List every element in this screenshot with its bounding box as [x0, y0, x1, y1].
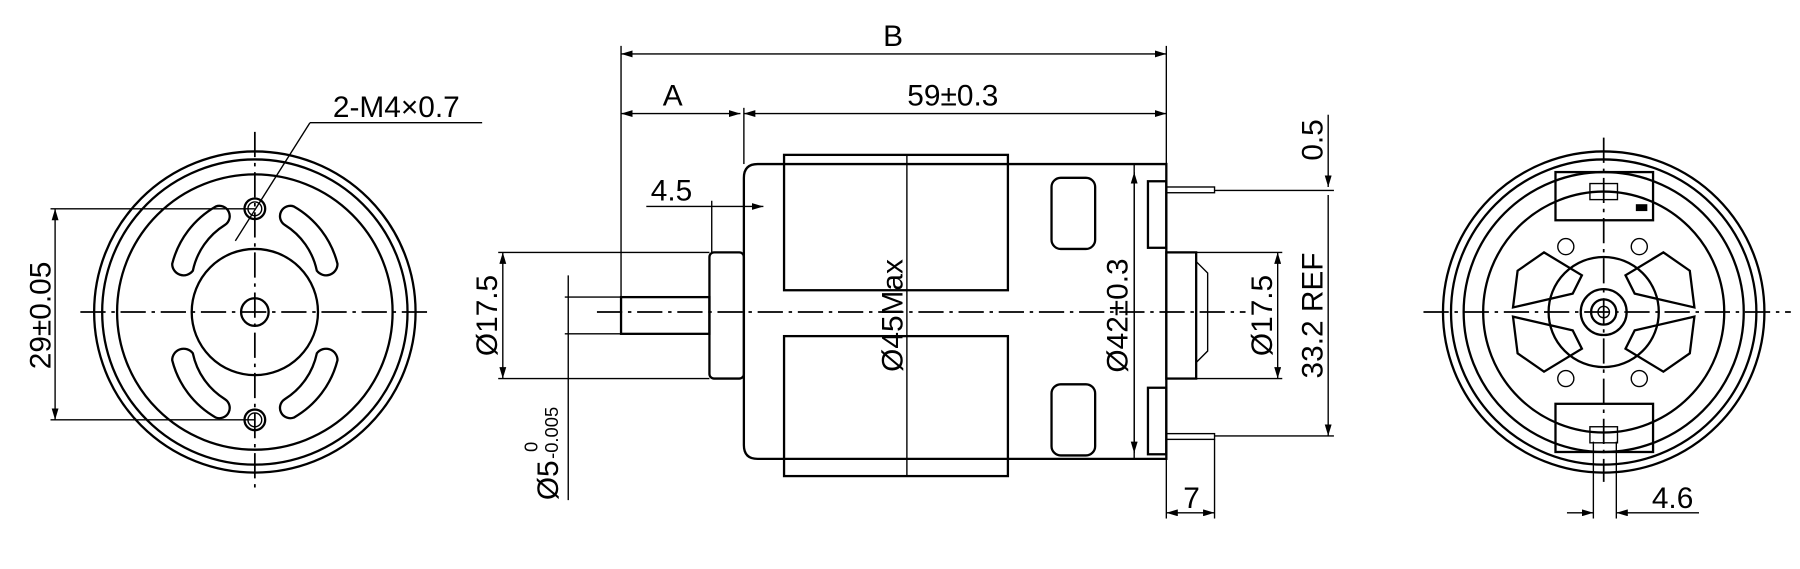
terminal-pin	[1165, 432, 1216, 441]
side-view: B A 59±0.3 4.5 Ø17.5 Ø5 0 -0.005 Ø45Max …	[471, 20, 1334, 519]
terminal-thickness-label: 0.5	[1296, 119, 1329, 160]
front-boss-dia-label: Ø17.5	[471, 275, 504, 356]
vent-slot	[1050, 176, 1097, 251]
magnet-top	[782, 153, 1010, 292]
body-max-dia-label: Ø45Max	[876, 259, 909, 372]
brush-holder	[1554, 170, 1655, 222]
vent-slot	[278, 204, 339, 277]
terminal-block	[1146, 386, 1168, 456]
endcap-dia-label: Ø42±0.3	[1101, 258, 1134, 372]
terminal-pin	[1165, 186, 1216, 194]
vent-slot	[171, 347, 231, 420]
shaft-dia-label: Ø5	[532, 460, 565, 500]
vent-slot	[278, 347, 339, 420]
motor-body	[742, 162, 1168, 461]
vent-slot	[1050, 383, 1097, 457]
front-boss	[708, 251, 746, 380]
terminal-width-label: 4.6	[1652, 482, 1693, 515]
dimension-b-label: B	[883, 20, 903, 53]
terminal-spacing-label: 33.2 REF	[1296, 252, 1329, 378]
vent-opening	[1624, 251, 1696, 309]
dimension-a-label: A	[663, 80, 683, 113]
vent-slot	[171, 204, 231, 277]
flange-offset-label: 4.5	[651, 175, 692, 208]
terminal-block	[1146, 180, 1168, 249]
brush-holder	[1554, 402, 1655, 454]
thread-note-label: 2-M4×0.7	[333, 91, 460, 124]
shaft-tol-lower: -0.005	[541, 407, 562, 459]
terminal-length-label: 7	[1183, 482, 1200, 515]
body-length-label: 59±0.3	[907, 80, 998, 113]
magnet-bottom	[782, 334, 1010, 478]
rear-boss-dia-label: Ø17.5	[1246, 275, 1279, 356]
rear-boss	[1165, 251, 1198, 380]
vent-opening	[1511, 251, 1584, 309]
vent-opening	[1624, 315, 1696, 374]
vent-opening	[1511, 315, 1584, 374]
front-view: 29±0.05 2-M4×0.7	[25, 91, 483, 494]
hole-spacing-label: 29±0.05	[25, 262, 58, 370]
shaft-tol-upper: 0	[520, 442, 541, 452]
rear-view: 4.6	[1423, 137, 1791, 519]
shaft	[619, 295, 711, 335]
